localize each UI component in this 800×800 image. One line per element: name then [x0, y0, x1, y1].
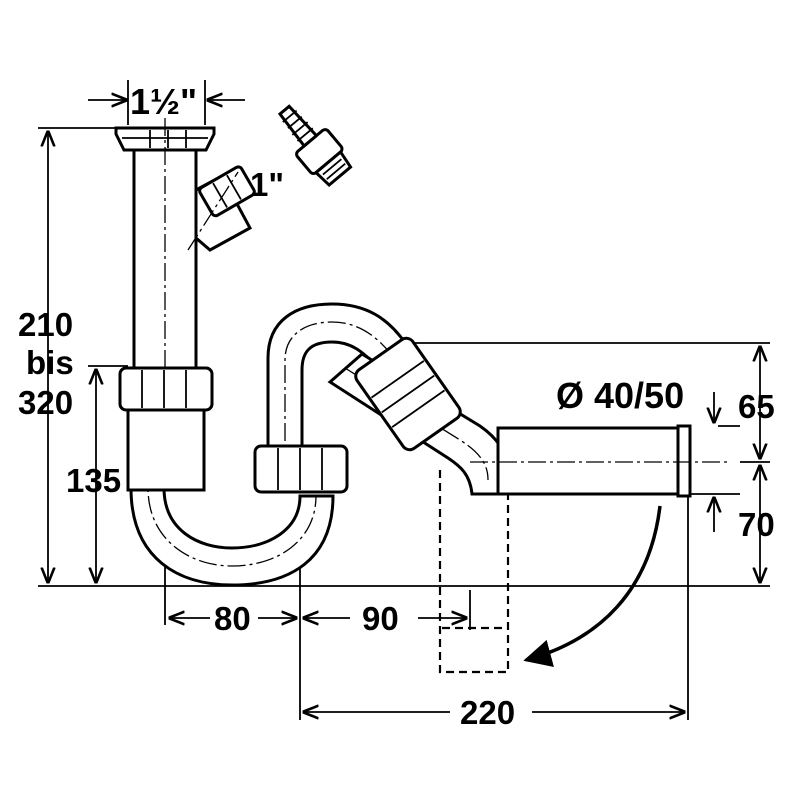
side-branch [187, 165, 256, 252]
outlet-diameter-label: Ø 40/50 [556, 375, 684, 416]
height-range-bottom-label: 320 [18, 384, 73, 421]
side-connection-size-label: 1" [250, 166, 284, 203]
diagonal-outlet [327, 336, 508, 496]
height-range-top-label: 210 [18, 306, 73, 343]
rising-bend [253, 302, 408, 494]
outlet-below-label: 70 [738, 506, 775, 543]
inlet-pipe [114, 118, 216, 492]
outlet-pipe [470, 424, 730, 498]
trap-body [129, 380, 335, 587]
swivel-arrow-icon [523, 505, 662, 667]
outlet-length-label: 220 [460, 694, 515, 731]
outlet-above-label: 65 [738, 388, 775, 425]
hose-adapter-icon [277, 104, 353, 188]
inlet-size-label: 1½" [130, 81, 197, 122]
dimension-labels: 1½" 1" Ø 40/50 210 bis 320 135 80 90 220… [18, 81, 775, 731]
extension-lines [38, 80, 770, 720]
height-range-middle-label: bis [26, 344, 74, 381]
trap-width-label: 80 [214, 600, 251, 637]
outlet-alternative-position [438, 470, 510, 674]
trap-height-label: 135 [66, 462, 121, 499]
outlet-offset-label: 90 [362, 600, 399, 637]
dimension-lines [48, 100, 760, 712]
